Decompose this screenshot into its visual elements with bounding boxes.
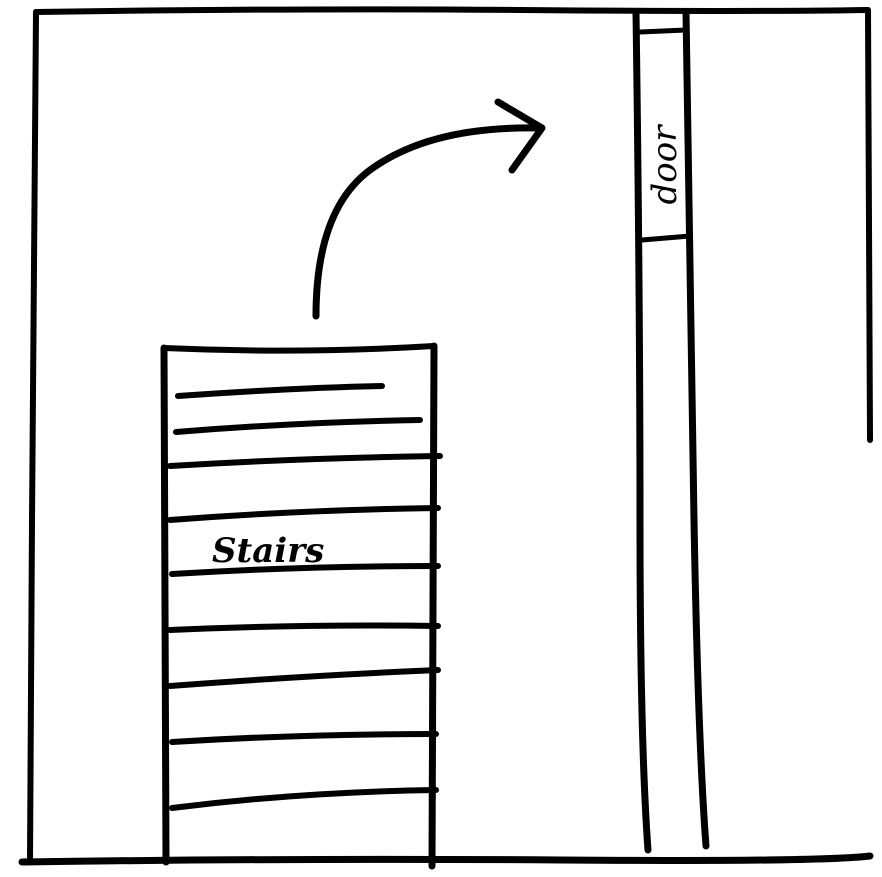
stair-step bbox=[172, 790, 436, 808]
door-sign-top bbox=[640, 30, 686, 32]
stair-step bbox=[170, 508, 438, 520]
staircase: Stairs bbox=[164, 346, 440, 866]
door-right-edge bbox=[686, 12, 706, 846]
room-right-wall bbox=[868, 10, 870, 440]
arrow-shaft bbox=[316, 128, 538, 316]
arrow-head bbox=[498, 102, 542, 170]
door-sign-bottom bbox=[642, 236, 690, 240]
room-floor bbox=[22, 856, 870, 862]
stairs-label: Stairs bbox=[212, 531, 324, 571]
direction-arrow bbox=[316, 102, 542, 316]
stair-step bbox=[172, 734, 436, 742]
door-label: door bbox=[645, 124, 685, 205]
stair-step bbox=[176, 420, 420, 432]
room-left-wall bbox=[30, 12, 36, 862]
stairs-top bbox=[164, 346, 434, 351]
door: door bbox=[636, 12, 706, 850]
room-top-wall bbox=[36, 9, 868, 12]
stair-steps bbox=[170, 386, 440, 808]
stair-step bbox=[178, 386, 382, 396]
stair-step bbox=[170, 626, 438, 631]
stairs-left-rail bbox=[164, 348, 166, 862]
stair-step bbox=[170, 456, 440, 466]
stair-step bbox=[170, 670, 438, 686]
